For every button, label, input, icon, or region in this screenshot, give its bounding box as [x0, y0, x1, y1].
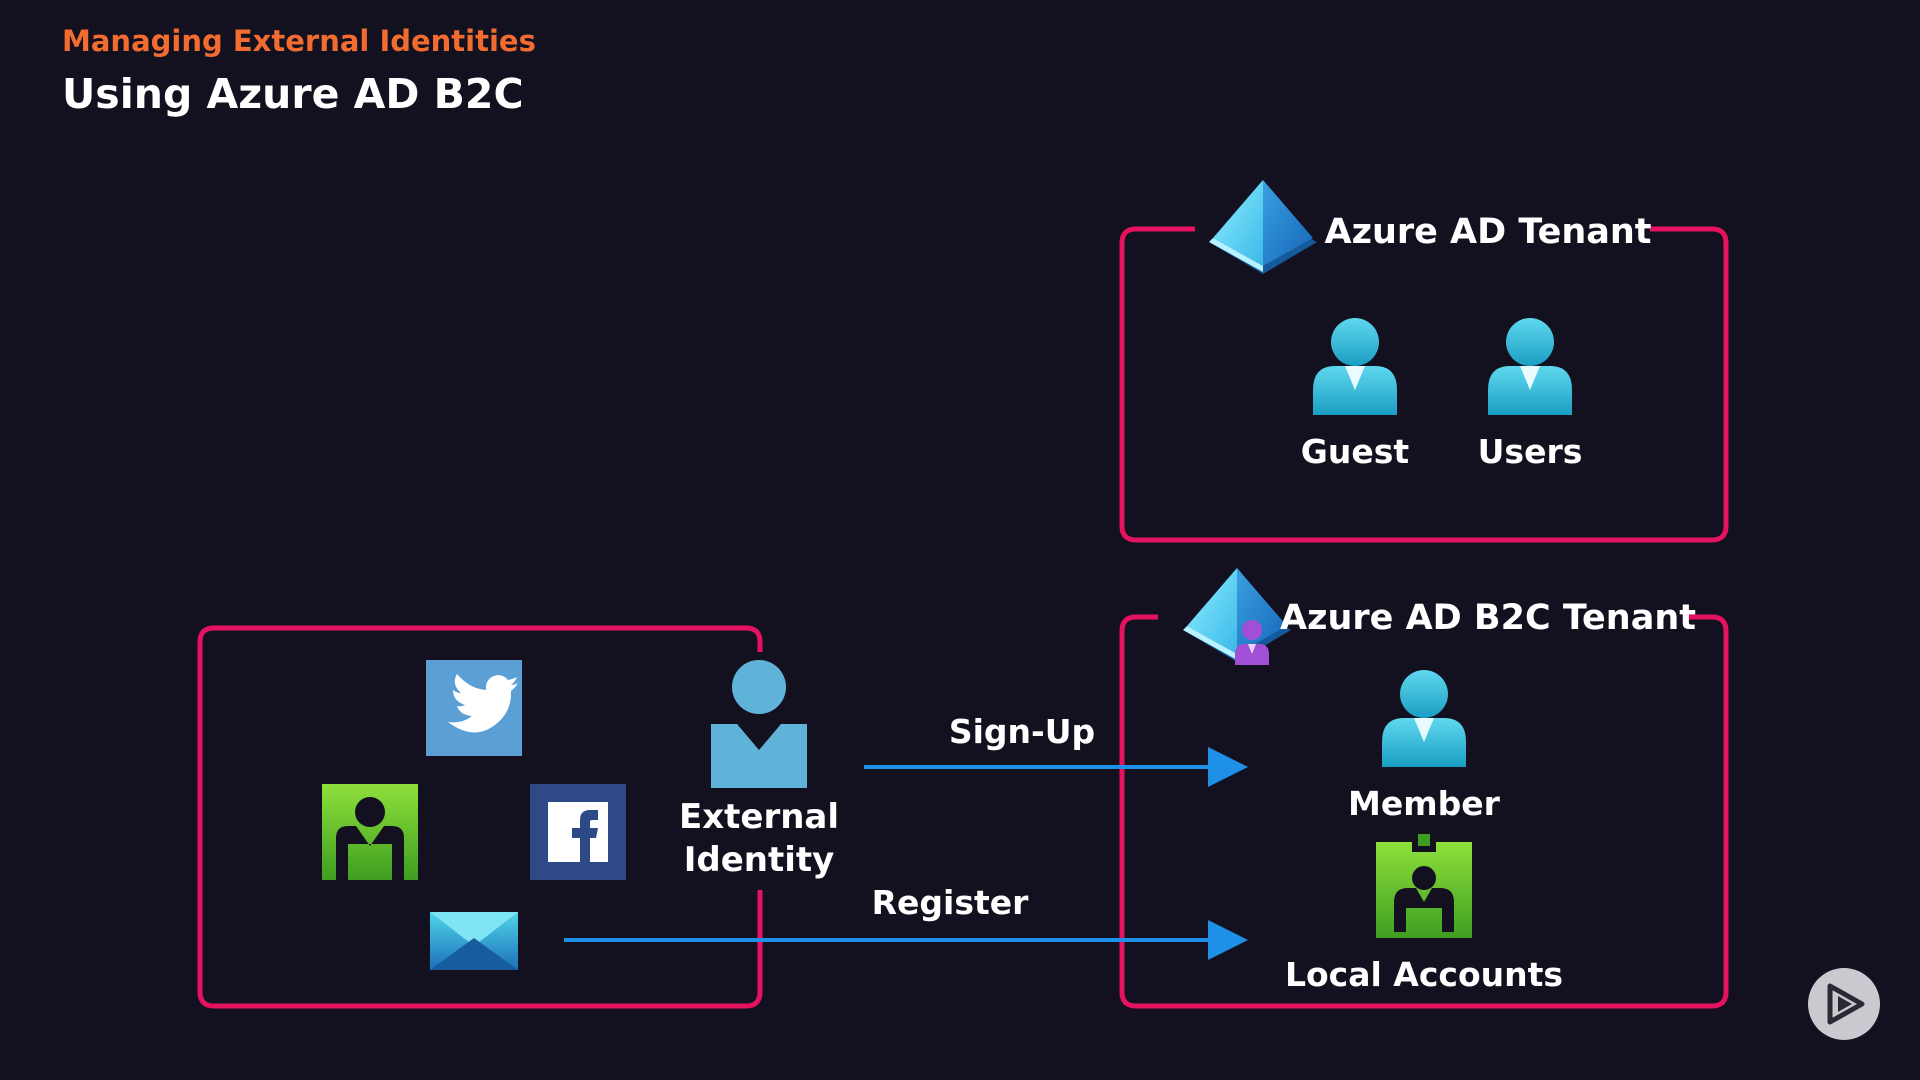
label-backdrop [680, 796, 840, 890]
external-providers-box [197, 625, 763, 1009]
azure-ad-b2c-pyramid-icon [1183, 568, 1291, 665]
users-label: Users [1478, 432, 1583, 471]
users-person-icon [1488, 318, 1572, 415]
pluralsight-play-button[interactable] [1808, 968, 1880, 1040]
microsoft-account-icon [322, 784, 418, 880]
guest-label: Guest [1301, 432, 1410, 471]
email-icon [430, 912, 518, 970]
external-identity-label-line1: External [679, 797, 839, 837]
azure-ad-tenant-box [1119, 226, 1729, 543]
azure-ad-b2c-tenant-title: Azure AD B2C Tenant [1280, 598, 1696, 638]
facebook-icon [530, 784, 626, 880]
external-identity-label-line2: Identity [684, 840, 835, 880]
member-label: Member [1348, 784, 1501, 823]
member-person-icon [1382, 670, 1466, 767]
local-accounts-badge-icon [1376, 834, 1472, 938]
azure-ad-tenant-title: Azure AD Tenant [1324, 212, 1651, 252]
signup-label: Sign-Up [949, 712, 1095, 751]
guest-person-icon [1313, 318, 1397, 415]
twitter-icon [426, 660, 522, 756]
external-identity-person-icon [711, 660, 807, 788]
register-label: Register [872, 883, 1030, 922]
azure-ad-pyramid-icon [1209, 180, 1317, 274]
page-title: Using Azure AD B2C [62, 70, 524, 118]
pluralsight-play-icon [1827, 983, 1865, 1025]
local-accounts-label: Local Accounts [1285, 955, 1563, 994]
azure-ad-b2c-tenant-box [1119, 614, 1729, 1009]
section-kicker: Managing External Identities [62, 24, 536, 58]
